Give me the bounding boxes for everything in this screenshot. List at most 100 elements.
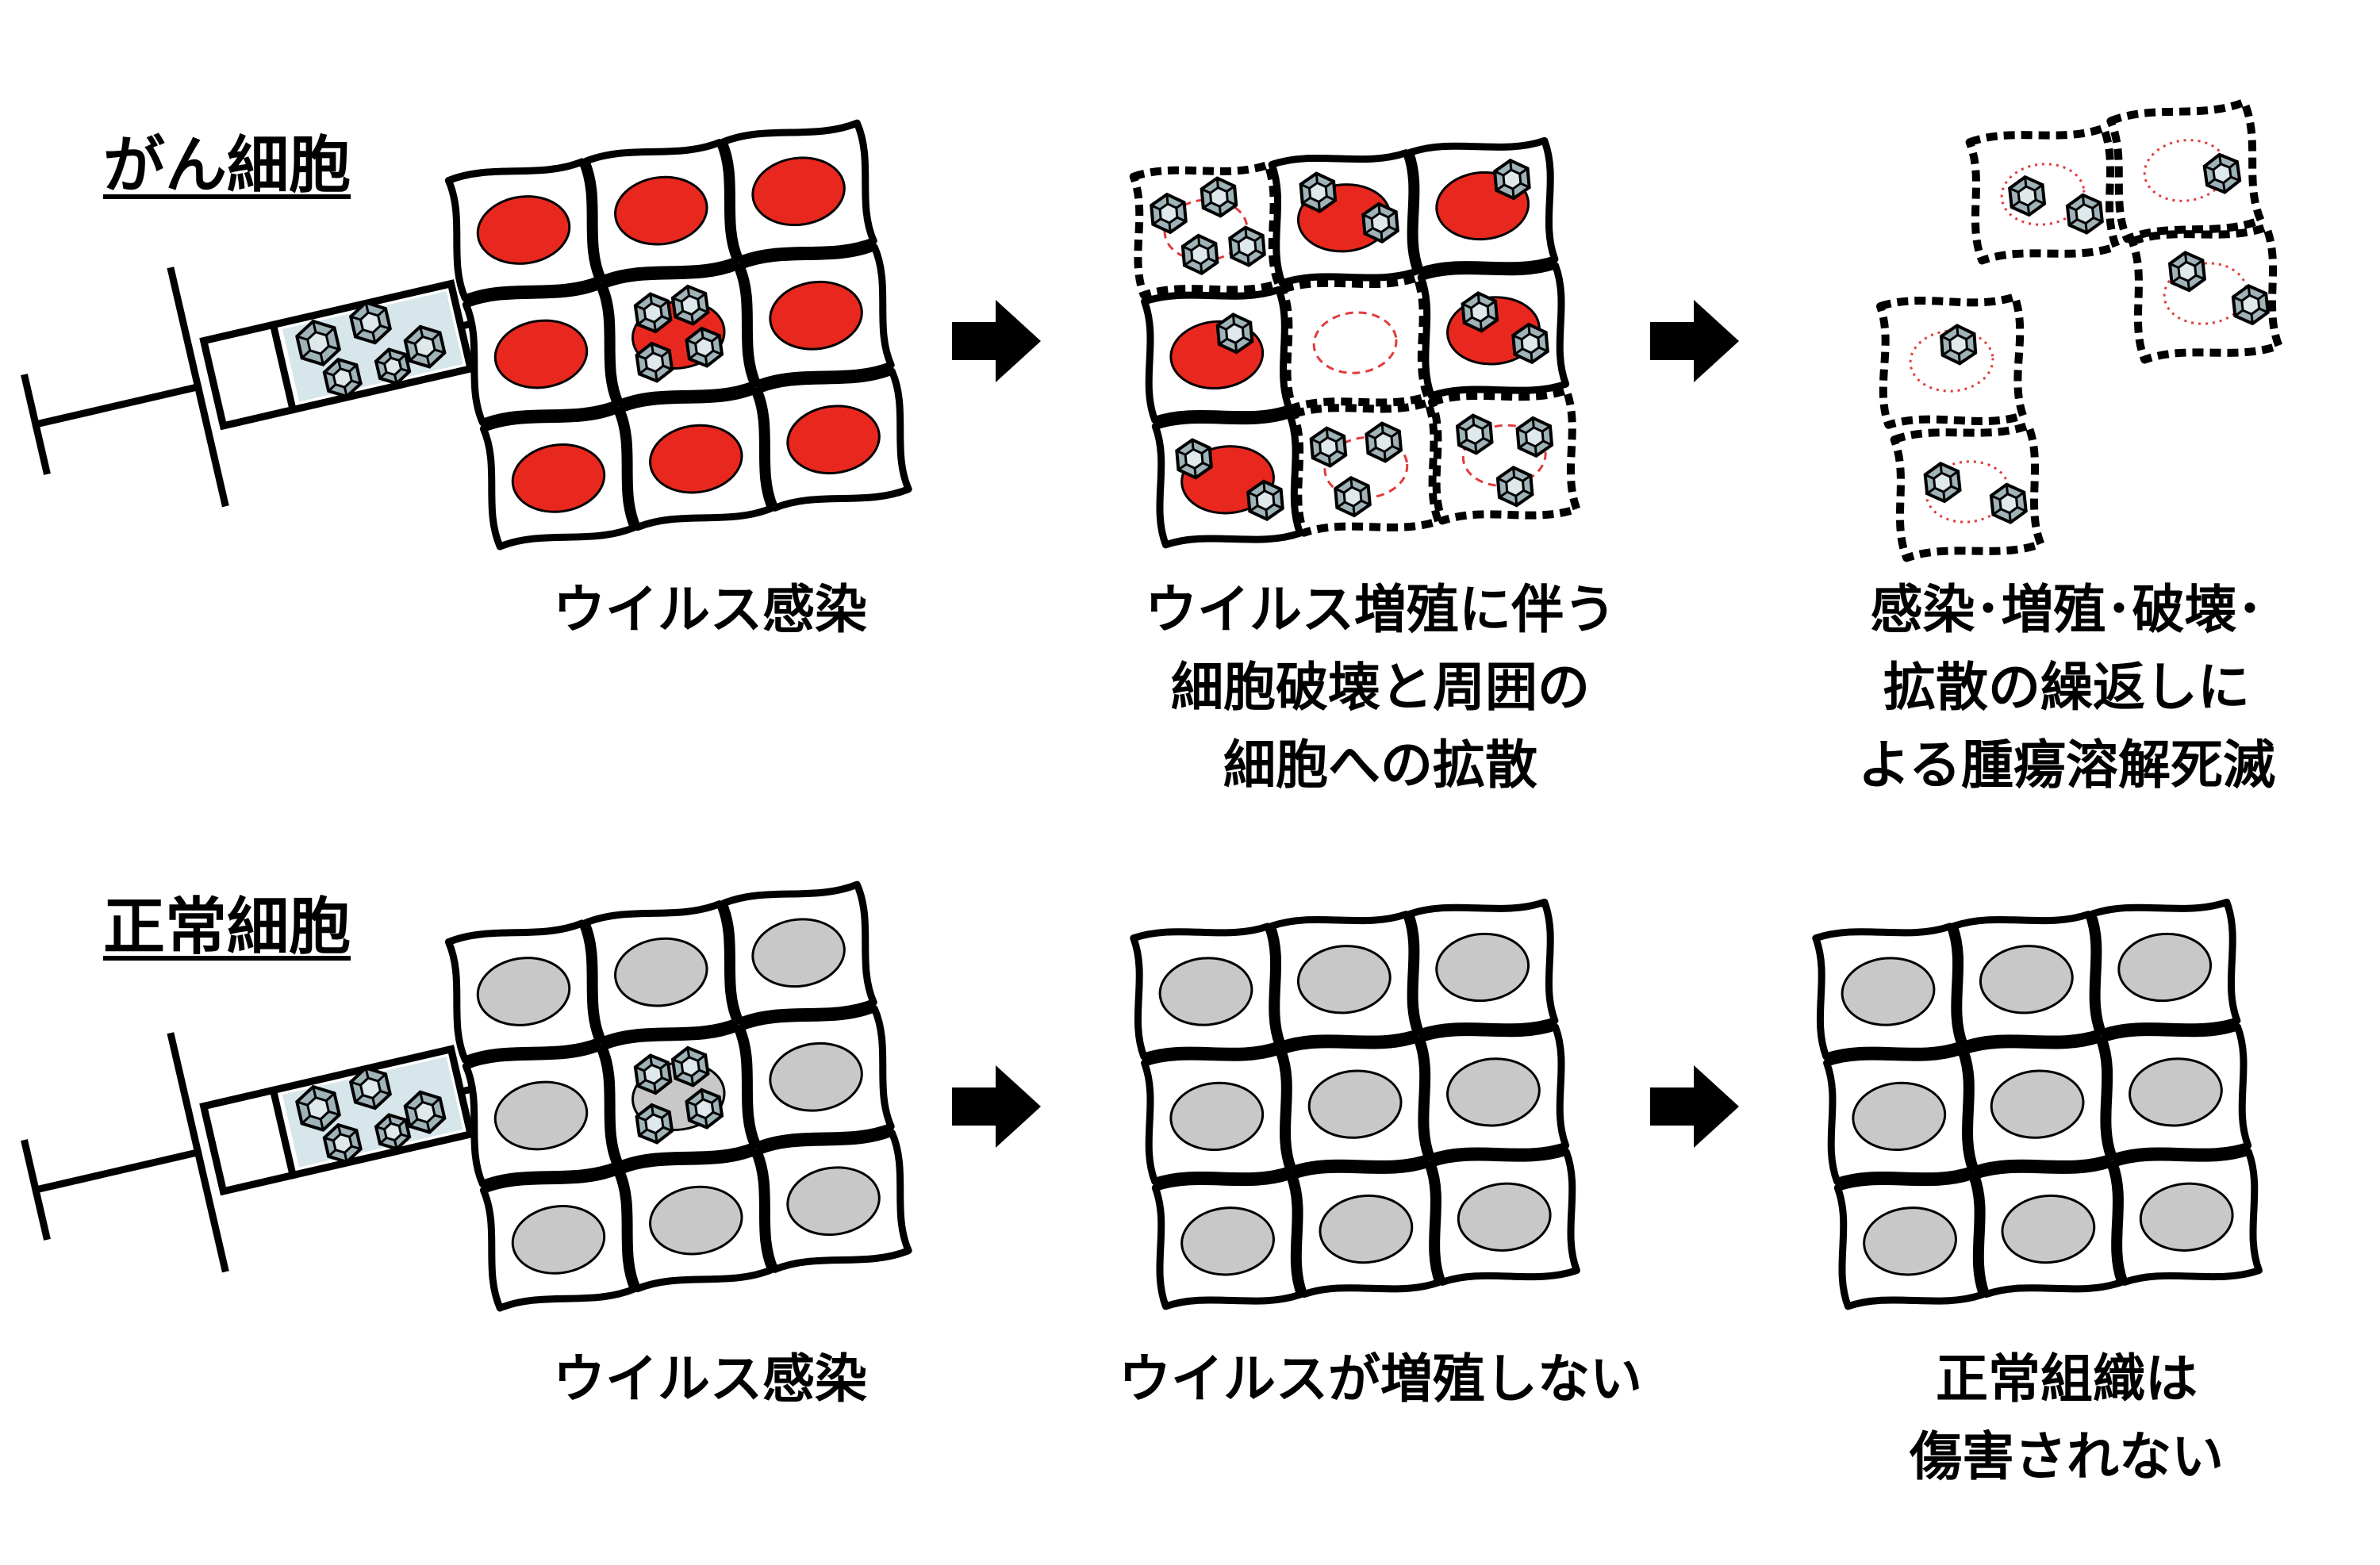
cell-icon xyxy=(1417,262,1570,400)
cell-icon xyxy=(1961,1035,2113,1173)
cancer-nucleus xyxy=(476,195,571,265)
cell-icon xyxy=(2099,1023,2252,1161)
normal-nucleus xyxy=(1296,945,1392,1015)
cancer-nucleus xyxy=(786,405,881,475)
normal-nucleus xyxy=(1158,957,1253,1026)
cell-icon xyxy=(462,1043,620,1188)
virus-icon xyxy=(295,319,341,366)
virus-icon xyxy=(1180,233,1219,275)
cell-icon xyxy=(1129,160,1283,300)
cell-icon xyxy=(1427,386,1581,525)
virus-icon xyxy=(1299,171,1338,213)
virus-icon xyxy=(635,341,674,383)
cell-icon xyxy=(462,282,620,427)
normal-step3-caption: 正常組織は 傷害されない xyxy=(1765,1341,2368,1496)
cell-grid xyxy=(444,880,912,1312)
normal-step2-caption: ウイルスが増殖しない xyxy=(1079,1341,1682,1418)
cell-icon xyxy=(600,1024,758,1168)
lysed-cell-membrane xyxy=(1289,398,1443,537)
cell-icon xyxy=(1965,124,2121,265)
cell-icon xyxy=(1833,1172,1987,1310)
normal-nucleus xyxy=(493,1080,589,1151)
virus-icon xyxy=(348,301,393,345)
virus-icon xyxy=(685,1087,724,1130)
cell-icon xyxy=(479,1168,638,1312)
syringe-plunger-rod xyxy=(31,1148,203,1195)
arrow-right-icon xyxy=(1650,1065,1739,1148)
normal-nucleus xyxy=(1990,1069,2085,1139)
cell-icon xyxy=(444,919,603,1064)
virus-icon xyxy=(1511,322,1549,365)
lysed-cell-membrane xyxy=(2128,223,2283,364)
cancer-row-title: がん細胞 xyxy=(103,130,351,201)
syringe-plunger-tip xyxy=(269,320,298,415)
cell-icon xyxy=(582,900,740,1045)
cell-icon xyxy=(720,119,877,263)
cell-icon xyxy=(1279,1035,1431,1173)
cell-icon xyxy=(617,386,775,531)
normal-nucleus xyxy=(1446,1057,1541,1127)
cell-icon xyxy=(1417,1023,1570,1161)
cell-icon xyxy=(1268,911,1421,1049)
arrow-right-icon xyxy=(1650,300,1739,382)
cell-icon xyxy=(2088,898,2241,1037)
virus-icon xyxy=(1923,462,1962,504)
normal-nucleus xyxy=(1319,1194,1414,1264)
caption-line: よる腫瘍溶解死滅 xyxy=(1857,735,2276,796)
cell-icon xyxy=(1141,286,1293,424)
normal-nucleus xyxy=(2117,932,2213,1003)
normal-row-title: 正常細胞 xyxy=(103,892,351,963)
caption-line: ウイルス感染 xyxy=(553,1348,867,1410)
cancer-nucleus xyxy=(769,280,863,351)
virus-icon xyxy=(295,1084,341,1132)
cell-icon xyxy=(1812,923,1964,1061)
cell-icon xyxy=(1130,923,1282,1061)
normal-nucleus xyxy=(1841,957,1936,1026)
virus-icon xyxy=(1175,438,1213,480)
cell-icon xyxy=(617,1148,775,1293)
virus-icon xyxy=(1493,158,1531,201)
virus-icon xyxy=(1515,416,1554,458)
virus-icon xyxy=(633,1053,673,1095)
normal-nucleus xyxy=(1863,1206,1957,1276)
lysed-cell-membrane xyxy=(2106,98,2265,244)
normal-nucleus xyxy=(751,918,846,988)
virus-icon xyxy=(1228,225,1266,267)
normal-nucleus xyxy=(1852,1081,1947,1152)
cell-icon xyxy=(737,244,895,388)
virus-icon xyxy=(633,292,673,334)
virus-icon xyxy=(1215,313,1254,355)
virus-icon xyxy=(1495,466,1534,508)
caption-line: ウイルス増殖に伴う xyxy=(1145,579,1616,640)
lysed-cell-membrane xyxy=(1278,274,1432,412)
virus-icon xyxy=(685,326,724,368)
arrow-right-icon xyxy=(952,1065,1041,1148)
cell-icon xyxy=(600,263,758,407)
cell-icon xyxy=(1406,898,1559,1037)
cancer-step3-caption: 感染･増殖･破壊･ 拡散の繰返しに よる腫瘍溶解死滅 xyxy=(1765,571,2368,804)
virus-icon xyxy=(670,1045,710,1087)
arrow-right-icon xyxy=(952,300,1041,382)
virus-icon xyxy=(1150,192,1188,235)
caption-line: 正常組織は xyxy=(1936,1348,2198,1410)
caption-line: 細胞への拡散 xyxy=(1223,735,1537,796)
cancer-nucleus xyxy=(511,443,606,513)
lysed-tumor-cells xyxy=(1875,98,2283,562)
caption-line: ウイルスが増殖しない xyxy=(1119,1348,1642,1410)
cell-icon xyxy=(1406,136,1559,275)
cancer-step2-caption: ウイルス増殖に伴う 細胞破壊と周囲の 細胞への拡散 xyxy=(1079,571,1682,804)
cell-icon xyxy=(444,158,603,302)
virus-icon xyxy=(2167,251,2207,293)
cell-icon xyxy=(582,139,740,283)
cell-icon xyxy=(1875,293,2028,429)
normal-nucleus xyxy=(769,1041,863,1112)
cell-icon xyxy=(1289,398,1443,537)
cancer-nucleus xyxy=(649,424,743,494)
normal-nucleus xyxy=(2129,1057,2223,1127)
virus-icon xyxy=(1200,176,1238,218)
virus-icon xyxy=(374,1113,412,1151)
caption-line: 拡散の繰返しに xyxy=(1883,657,2250,718)
syringe-icon xyxy=(21,267,582,508)
virus-icon xyxy=(1309,426,1348,468)
cell-icon xyxy=(1278,274,1432,412)
